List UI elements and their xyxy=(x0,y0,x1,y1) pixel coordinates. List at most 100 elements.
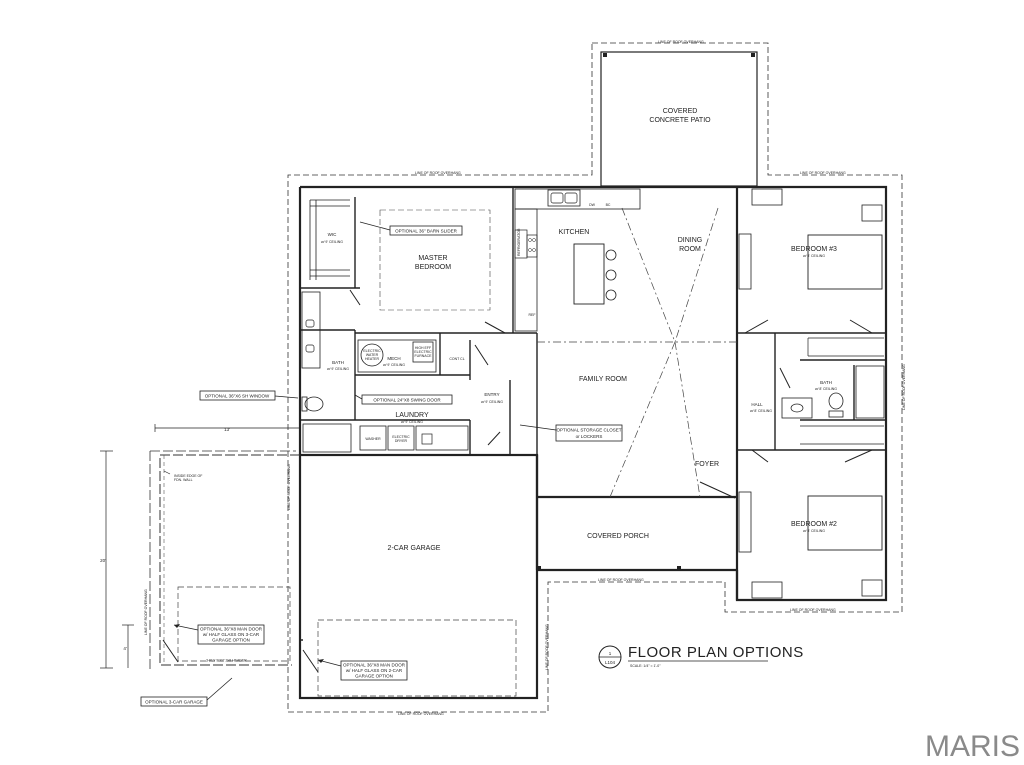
water-heater-label: ELECTRIC xyxy=(363,349,381,353)
dimension-4-label: 4' xyxy=(123,646,127,651)
entry-label: ENTRY xyxy=(484,392,499,397)
sheet-number-label: 1 xyxy=(609,651,612,656)
entry-ceiling: w/ 9' CEILING xyxy=(481,400,503,404)
sh-window-note: OPTIONAL 36"X6 SH WINDOW xyxy=(199,390,299,401)
master-bedroom: MASTER BEDROOM xyxy=(349,209,506,334)
man-door-3car-note-text: OPTIONAL 36"X8 MAN DOOR xyxy=(200,627,263,632)
optional-3car-garage: INSIDE EDGE OF FDN. WALL 3-PLY 9"X7' 2x8… xyxy=(149,450,300,670)
cont-cl-label: CONT CL xyxy=(449,357,464,361)
bedroom-3-label: BEDROOM #3 xyxy=(791,246,837,253)
water-heater-label: HEATER xyxy=(365,357,379,361)
washer-label: WASHER xyxy=(365,437,381,441)
man-door-2car-note: OPTIONAL 36"X8 MAN DOOR w/ HALF GLASS ON… xyxy=(317,659,408,681)
master-bath: BATH w/ 9' CEILING xyxy=(301,291,352,453)
dimension-lines xyxy=(100,424,301,669)
roof-overhang-label: LINE OF ROOF OVERHANG xyxy=(800,171,846,175)
furnace-label: HIGH EFF xyxy=(415,346,431,350)
dining-room-label: DINING xyxy=(678,237,703,244)
family-room-label: FAMILY ROOM xyxy=(579,376,627,383)
storage-closet-note: OPTIONAL STORAGE CLOSET or LOCKERS xyxy=(519,424,623,442)
man-door-2car-note-text: w/ HALF GLASS ON 2-CAR xyxy=(346,668,403,673)
barn-slider-note-text: OPTIONAL 36" BARN SLIDER xyxy=(395,229,457,234)
man-door-2car-note-text: GARAGE OPTION xyxy=(355,674,393,679)
plan-title: FLOOR PLAN OPTIONS xyxy=(628,644,804,661)
roof-overhang-label: LINE OF ROOF OVERHANG xyxy=(902,364,906,410)
covered-patio: COVERED CONCRETE PATIO xyxy=(600,51,758,187)
base-cabinet-label: BC xyxy=(606,203,611,207)
water-heater-label: WATER xyxy=(366,353,379,357)
bedroom-3-ceiling: w/ 8' CEILING xyxy=(803,254,825,258)
roof-overhang-label: LINE OF ROOF OVERHANG xyxy=(598,578,644,582)
roof-overhang-labels: LINE OF ROOF OVERHANG LINE OF ROOF OVERH… xyxy=(144,40,906,716)
three-car-note-text: OPTIONAL 3-CAR GARAGE xyxy=(145,700,203,705)
man-door-3car-note: OPTIONAL 36"X8 MAN DOOR w/ HALF GLASS ON… xyxy=(173,624,265,645)
roof-overhang-outline xyxy=(287,42,903,713)
dimension-20-label: 20' xyxy=(100,558,106,563)
dryer-label: DRYER xyxy=(395,439,408,443)
patio-label: COVERED xyxy=(663,108,698,115)
roof-overhang-label: LINE OF ROOF OVERHANG xyxy=(415,171,461,175)
swing-door-note: OPTIONAL 24"X8 SWING DOOR xyxy=(354,394,453,405)
hall-bath: BATH w/ 8' CEILING HALL w/ 8' CEILING xyxy=(750,365,885,445)
roof-overhang-label: LINE OF ROOF OVERHANG xyxy=(658,40,704,44)
man-door-3car-note-text: GARAGE OPTION xyxy=(212,638,250,643)
exterior-walls xyxy=(298,185,888,700)
roof-overhang-label: LINE OF ROOF OVERHANG xyxy=(545,624,549,670)
fdn-wall-label: FDN. WALL xyxy=(174,478,193,482)
mech-room: ELECTRIC WATER HEATER HIGH EFF ELECTRIC … xyxy=(357,339,465,373)
hall-label: HALL xyxy=(751,402,763,407)
laundry-room: LAUNDRY w/ 9' CEILING WASHER ELECTRIC DR… xyxy=(359,412,469,451)
roof-overhang-label: LINE OF ROOF OVERHANG xyxy=(790,608,836,612)
kitchen: DW BC REFRIGERATOR REF KITCHEN xyxy=(514,188,641,332)
foyer-label: FOYER xyxy=(695,461,719,468)
bedroom-2-ceiling: w/ 8' CEILING xyxy=(803,529,825,533)
garage-label: 2-CAR GARAGE xyxy=(388,545,441,552)
dimension-13-label: 13' xyxy=(224,427,230,432)
swing-door-note-text: OPTIONAL 24"X8 SWING DOOR xyxy=(373,398,441,403)
scale-label: SCALE: 1/4" = 1'-0" xyxy=(630,664,661,668)
area-division-lines xyxy=(537,207,737,498)
bedroom-2-label: BEDROOM #2 xyxy=(791,521,837,528)
master-bedroom-label: BEDROOM xyxy=(415,264,451,271)
covered-porch-label: COVERED PORCH xyxy=(587,533,649,540)
sh-window-note-text: OPTIONAL 36"X6 SH WINDOW xyxy=(205,394,270,399)
dining-room-label: ROOM xyxy=(679,246,701,253)
master-bedroom-label: MASTER xyxy=(418,255,447,262)
header-label: 3-PLY 9"X7' 2x8 HEADER xyxy=(206,659,247,663)
title-block: 1 L104 FLOOR PLAN OPTIONS SCALE: 1/4" = … xyxy=(598,644,804,669)
roof-overhang-label: LINE OF ROOF OVERHANG xyxy=(287,464,291,510)
hall-bath-label: BATH xyxy=(820,380,832,385)
dryer-label: ELECTRIC xyxy=(392,435,410,439)
maris-watermark: MARIS xyxy=(925,730,1020,763)
storage-closet-note-text: or LOCKERS xyxy=(576,434,603,439)
roof-overhang-label: LINE OF ROOF OVERHANG xyxy=(144,589,148,635)
roof-overhang-label: LINE OF ROOF OVERHANG xyxy=(398,712,444,716)
wic-ceiling: w/ 9' CEILING xyxy=(321,240,343,244)
furnace-label: FURNACE xyxy=(415,354,433,358)
dishwasher-label: DW xyxy=(589,203,596,207)
hall-ceiling: w/ 8' CEILING xyxy=(750,409,772,413)
two-car-garage: 2-CAR GARAGE xyxy=(300,545,517,697)
sheet-id-label: L104 xyxy=(605,660,616,665)
entry: ENTRY w/ 9' CEILING xyxy=(474,344,503,446)
furnace-label: ELECTRIC xyxy=(414,350,432,354)
bedroom-2: BEDROOM #2 w/ 8' CEILING xyxy=(738,449,883,599)
master-bath-label: BATH xyxy=(332,360,344,365)
storage-closet-note-text: OPTIONAL STORAGE CLOSET xyxy=(556,428,621,433)
interior-walls xyxy=(300,187,886,455)
walk-in-closet: WIC w/ 9' CEILING xyxy=(309,199,350,280)
bedroom-3: BEDROOM #3 w/ 8' CEILING xyxy=(738,188,884,357)
man-door-2car-note-text: OPTIONAL 36"X8 MAN DOOR xyxy=(343,663,406,668)
fdn-wall-label: INSIDE EDGE OF xyxy=(174,474,202,478)
mech-label: MECH xyxy=(387,356,400,361)
ref-mark-label: REF xyxy=(529,313,536,317)
barn-slider-note: OPTIONAL 36" BARN SLIDER xyxy=(359,221,463,236)
laundry-ceiling: w/ 9' CEILING xyxy=(401,420,423,424)
patio-label: CONCRETE PATIO xyxy=(649,117,711,124)
laundry-label: LAUNDRY xyxy=(395,412,429,419)
three-car-note: OPTIONAL 3-CAR GARAGE xyxy=(140,677,233,707)
refrigerator-label: REFRIGERATOR xyxy=(517,228,521,256)
living-areas: DINING ROOM FAMILY ROOM FOYER COVERED PO… xyxy=(537,237,736,570)
kitchen-label: KITCHEN xyxy=(559,229,590,236)
